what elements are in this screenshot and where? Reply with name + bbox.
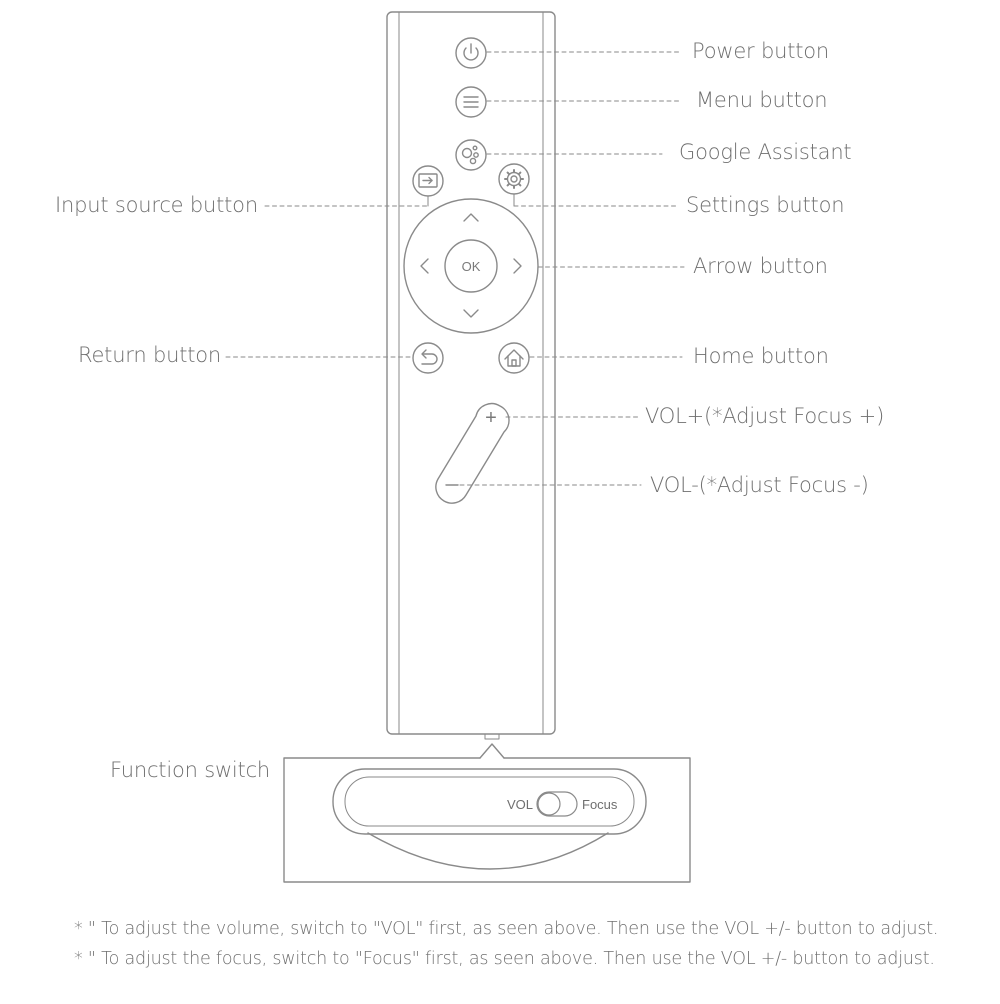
label-home-button: Home button (693, 344, 829, 368)
label-google-assistant: Google Assistant (679, 140, 852, 164)
function-switch-callout (283, 743, 691, 883)
label-arrow-button: Arrow button (693, 254, 828, 278)
home-icon (504, 349, 524, 367)
function-switch-toggle[interactable] (536, 791, 578, 817)
arrow-left-icon[interactable] (420, 258, 429, 274)
return-button[interactable] (412, 342, 444, 374)
switch-vol-label: VOL (507, 797, 533, 812)
ok-label: OK (462, 259, 481, 274)
power-button[interactable] (455, 37, 487, 69)
input-source-icon (418, 173, 438, 188)
volume-rocker[interactable] (435, 402, 510, 504)
google-assistant-icon (461, 145, 479, 165)
function-switch-panel (332, 768, 647, 870)
switch-focus-label: Focus (582, 797, 618, 812)
label-vol-plus: VOL+(*Adjust Focus +) (645, 404, 885, 428)
arrow-down-icon[interactable] (463, 309, 479, 318)
remote-body (386, 11, 556, 740)
label-menu-button: Menu button (696, 88, 828, 112)
footnote-focus: * " To adjust the focus, switch to "Focu… (74, 949, 935, 969)
settings-button[interactable] (498, 163, 530, 195)
gear-icon (504, 169, 524, 189)
plus-icon: + (485, 407, 497, 429)
leader-lines (225, 51, 685, 486)
label-vol-minus: VOL-(*Adjust Focus -) (650, 473, 869, 497)
google-assistant-button[interactable] (455, 139, 487, 171)
label-function-switch: Function switch (110, 758, 271, 782)
power-icon (463, 43, 479, 61)
label-settings-button: Settings button (686, 193, 845, 217)
input-source-button[interactable] (412, 165, 444, 197)
arrow-up-icon[interactable] (463, 213, 479, 222)
arrow-right-icon[interactable] (513, 258, 522, 274)
menu-button[interactable] (455, 86, 487, 118)
ok-button[interactable] (444, 239, 498, 293)
return-icon (421, 349, 438, 365)
arrow-pad[interactable] (403, 198, 539, 334)
menu-icon (463, 96, 479, 108)
home-button[interactable] (498, 342, 530, 374)
label-power-button: Power button (692, 39, 830, 63)
label-input-source-button: Input source button (55, 193, 258, 217)
footnote-volume: * " To adjust the volume, switch to "VOL… (74, 919, 939, 939)
label-return-button: Return button (78, 343, 222, 367)
